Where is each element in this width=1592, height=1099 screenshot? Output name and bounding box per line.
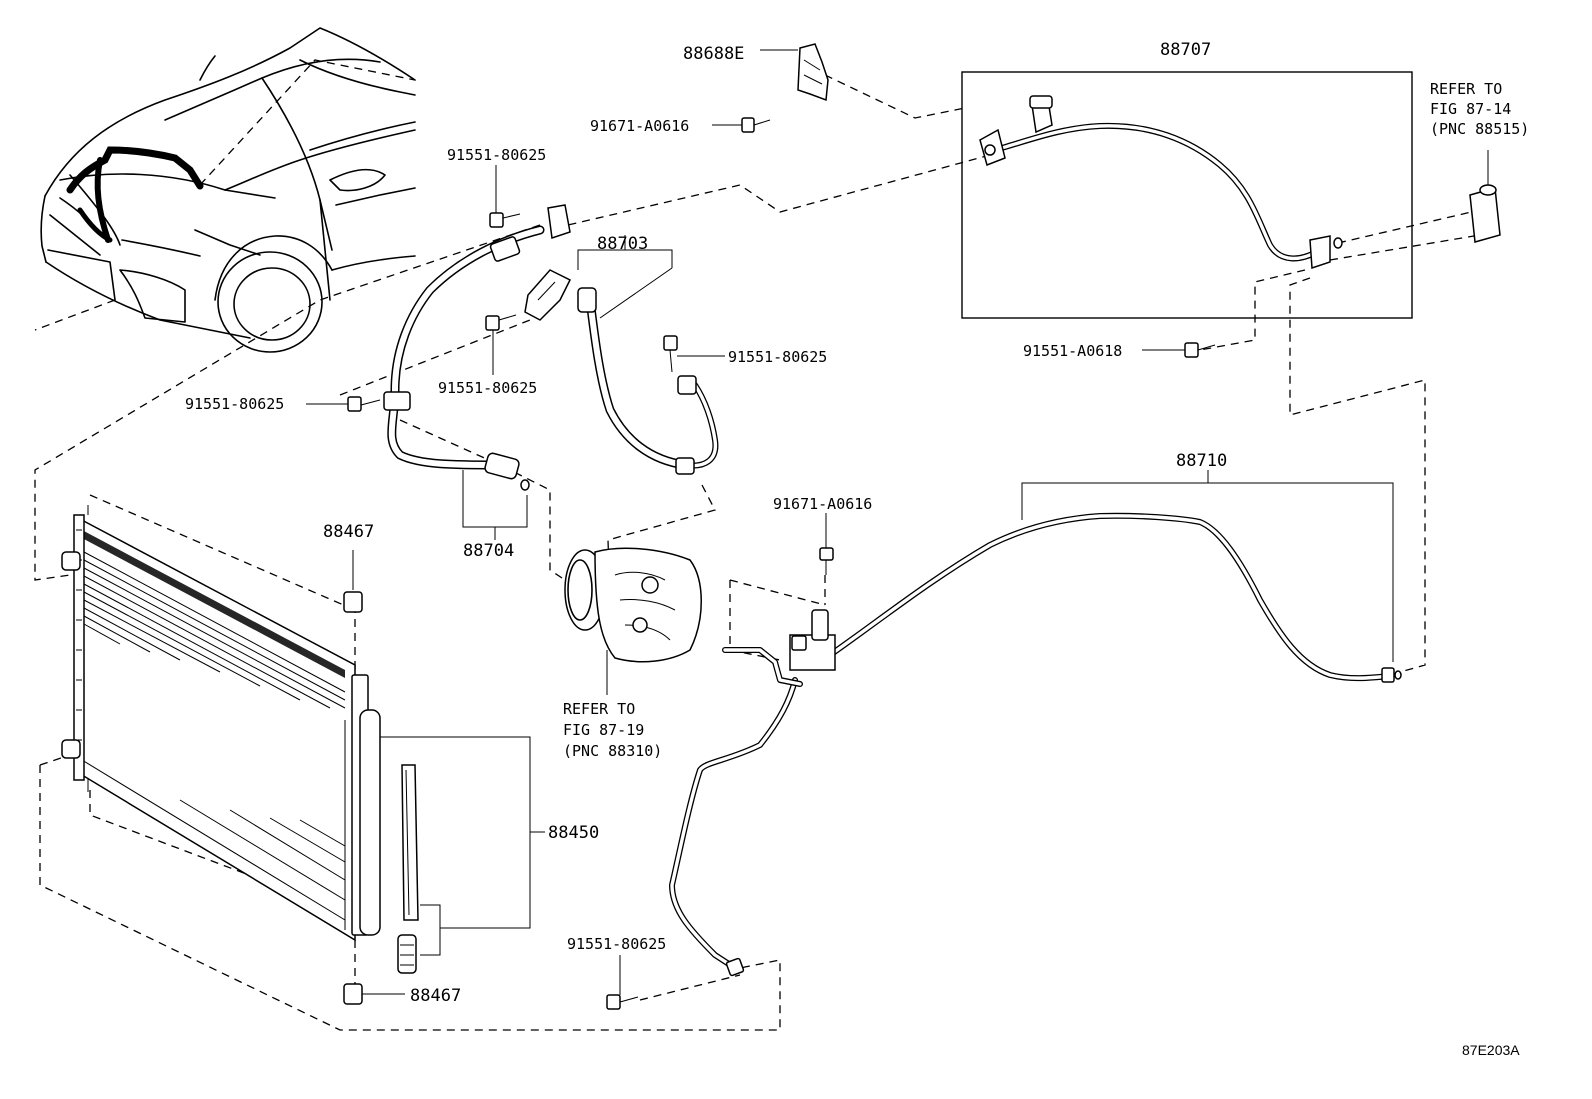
- discharge-hose-88704[interactable]: [383, 204, 571, 540]
- ref-87-14-line1: REFER TO: [1430, 80, 1502, 98]
- compressor-icon: [564, 547, 702, 695]
- ref-87-19-line2: FIG 87-19: [563, 721, 644, 739]
- label-88450: 88450: [548, 823, 599, 843]
- bolt-91551-a[interactable]: [489, 165, 521, 228]
- bolt-91551-b[interactable]: [485, 314, 517, 375]
- label-91551-b: 91551-80625: [438, 379, 537, 397]
- label-91551-A0618: 91551-A0618: [1023, 342, 1122, 360]
- part-labels: 88688E 91671-A0616 91551-80625 88703 915…: [185, 40, 1529, 1058]
- pipe-88710[interactable]: [669, 470, 1402, 977]
- label-88704: 88704: [463, 541, 514, 561]
- bolt-91551-d[interactable]: [306, 396, 381, 412]
- label-91551-d: 91551-80625: [185, 395, 284, 413]
- label-91551-e: 91551-80625: [567, 935, 666, 953]
- ref-87-14-line2: FIG 87-14: [1430, 100, 1511, 118]
- label-88467-bottom: 88467: [410, 986, 461, 1006]
- label-88707: 88707: [1160, 40, 1211, 60]
- label-88688E: 88688E: [683, 44, 744, 64]
- suction-hose-88703[interactable]: [524, 235, 719, 475]
- bolt-91671-top[interactable]: [712, 117, 771, 133]
- label-88710: 88710: [1176, 451, 1227, 471]
- dryer-parts: [380, 736, 545, 974]
- connection-lines: [34, 74, 1481, 1031]
- label-88467-top: 88467: [323, 522, 374, 542]
- ref-87-19-line1: REFER TO: [563, 700, 635, 718]
- figure-id: 87E203A: [1462, 1042, 1520, 1058]
- condenser-88450[interactable]: [61, 505, 381, 942]
- bolt-91671-mid[interactable]: [819, 513, 834, 575]
- ref-87-14-line3: (PNC 88515): [1430, 120, 1529, 138]
- clip-88688E[interactable]: [760, 43, 829, 102]
- label-88703: 88703: [597, 234, 648, 254]
- label-91551-a: 91551-80625: [447, 146, 546, 164]
- bushing-88467-bottom[interactable]: [343, 983, 405, 1005]
- bolt-91551-c[interactable]: [663, 335, 725, 373]
- bushing-88467-top[interactable]: [343, 550, 363, 613]
- label-91671-top: 91671-A0616: [590, 117, 689, 135]
- vehicle-illustration: [34, 27, 416, 353]
- label-91671-mid: 91671-A0616: [773, 495, 872, 513]
- bolt-91551-A0618[interactable]: [1142, 342, 1216, 358]
- expansion-valve-icon: [1469, 150, 1501, 243]
- bolt-91551-e[interactable]: [606, 955, 639, 1010]
- label-91551-c: 91551-80625: [728, 348, 827, 366]
- ref-87-19-line3: (PNC 88310): [563, 742, 662, 760]
- liquid-pipe-88707[interactable]: [961, 71, 1413, 319]
